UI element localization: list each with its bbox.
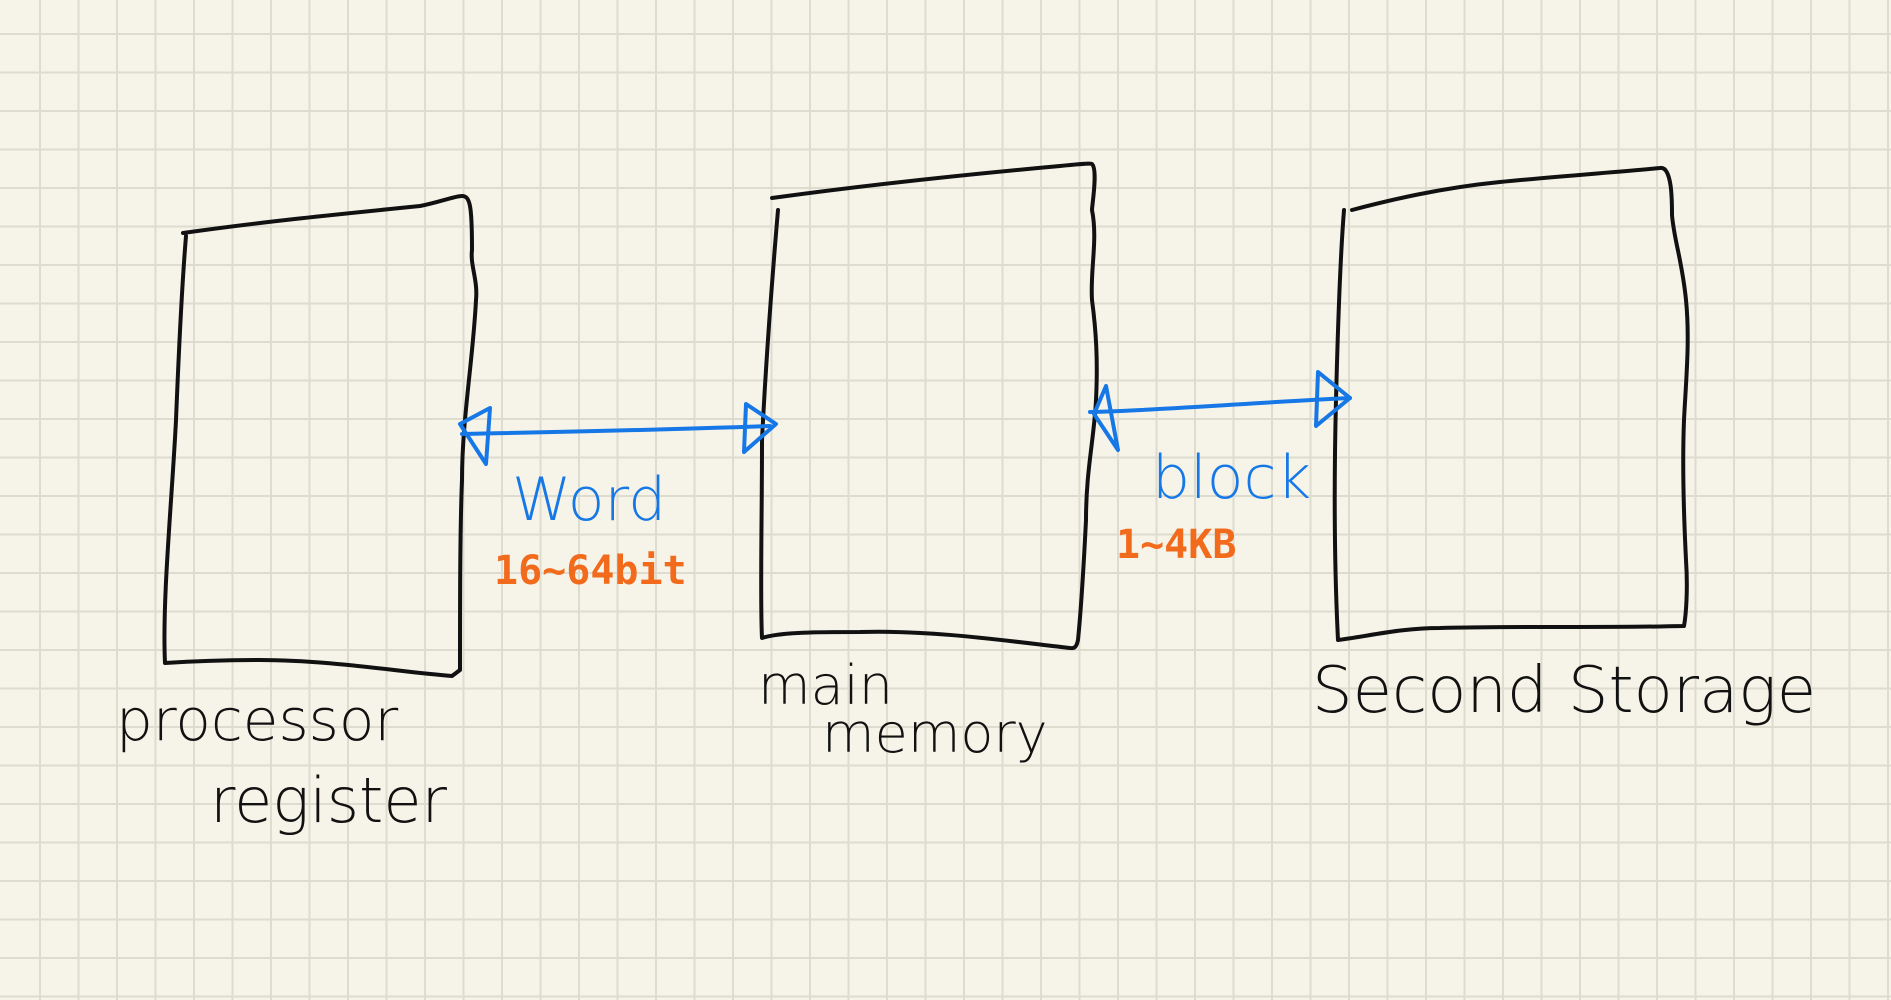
memory-caption-line2: memory xyxy=(822,702,1048,765)
block-transfer-arrow xyxy=(1088,370,1352,452)
arrowhead-right xyxy=(742,402,778,454)
second-storage-box xyxy=(1332,166,1690,642)
word-transfer-arrow xyxy=(458,402,778,466)
word-label: Word xyxy=(512,465,666,535)
memory-caption-line1: main xyxy=(758,654,893,717)
storage-caption: Second Storage xyxy=(1312,654,1816,728)
word-size-label: 16~64bit xyxy=(494,548,687,594)
arrowhead-left xyxy=(1092,384,1120,452)
register-caption-line2: register xyxy=(210,764,447,837)
arrowhead-left xyxy=(458,406,492,466)
main-memory-box xyxy=(759,161,1099,651)
register-caption-line1: processor xyxy=(116,686,398,754)
processor-register-box xyxy=(162,194,479,678)
block-label: block xyxy=(1152,443,1311,513)
block-size-label: 1~4KB xyxy=(1116,522,1236,568)
arrowhead-right xyxy=(1314,370,1352,428)
